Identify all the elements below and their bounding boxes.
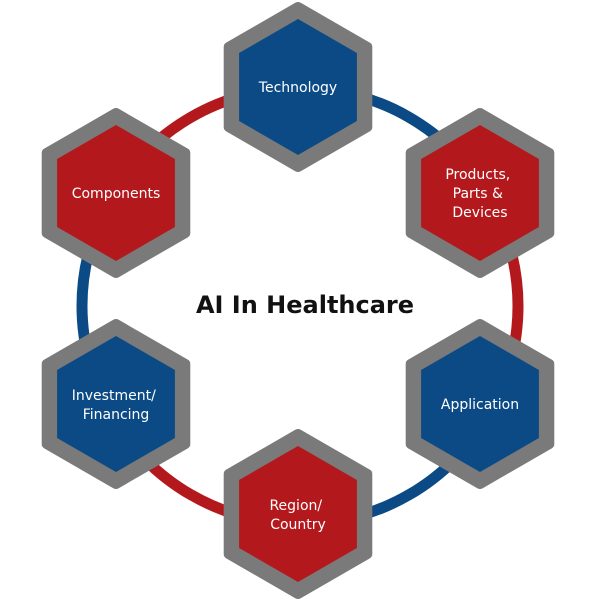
svg-text:Products, Parts &: Products, Parts & Devices	[445, 167, 514, 221]
hex-fill	[421, 336, 539, 472]
svg-text:Components: Components	[72, 186, 161, 202]
hex-fill	[239, 19, 357, 155]
diagram-title: AI In Healthcare	[196, 291, 414, 319]
hex-label-line: Devices	[452, 205, 507, 221]
hex-application: Application	[405, 319, 555, 489]
svg-text:Region/ Country: Region/ Country	[269, 498, 326, 533]
svg-text:Technology: Technology	[258, 80, 337, 96]
hex-label-line: Technology	[258, 80, 337, 96]
hex-investment-financing: Investment/ Financing	[41, 319, 191, 489]
hex-fill	[57, 125, 175, 261]
hex-fill	[421, 125, 539, 261]
hex-region-country: Region/ Country	[223, 429, 373, 599]
svg-text:Investment/ Financing: Investment/ Financing	[72, 388, 160, 423]
hex-fill	[239, 446, 357, 582]
hex-products-parts-devices: Products, Parts & Devices	[405, 108, 555, 278]
hex-label-line: Region/	[269, 498, 322, 514]
hex-fill	[57, 336, 175, 472]
hex-label-line: Financing	[83, 407, 150, 423]
hex-technology: Technology	[223, 2, 373, 172]
hex-label-line: Investment/	[72, 388, 156, 404]
hex-label-line: Components	[72, 186, 161, 202]
hex-label-line: Country	[270, 517, 326, 533]
svg-text:Application: Application	[441, 397, 519, 413]
hex-label-line: Application	[441, 397, 519, 413]
hex-label-line: Products,	[445, 167, 510, 183]
hex-label-line: Parts &	[453, 186, 503, 202]
hex-components: Components	[41, 108, 191, 278]
